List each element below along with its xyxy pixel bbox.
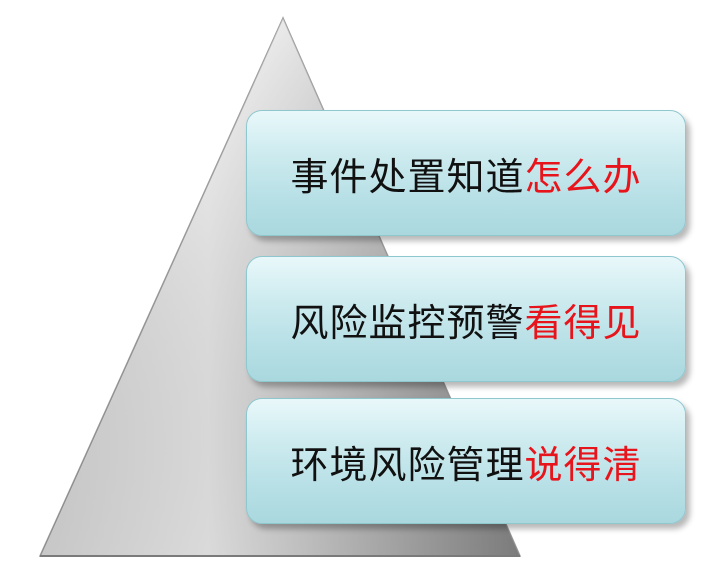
tier-box-risk-management: 环境风险管理说得清 <box>246 398 686 524</box>
tier-box-incident-response: 事件处置知道怎么办 <box>246 110 686 236</box>
tier-1-prefix: 事件处置知道 <box>290 154 525 199</box>
tier-3-emphasis: 说得清 <box>524 442 642 487</box>
tier-1-emphasis: 怎么办 <box>524 154 642 199</box>
tier-3-prefix: 环境风险管理 <box>290 442 525 487</box>
tier-box-risk-monitoring: 风险监控预警看得见 <box>246 256 686 382</box>
tier-2-prefix: 风险监控预警 <box>290 300 525 345</box>
tier-2-emphasis: 看得见 <box>524 300 642 345</box>
